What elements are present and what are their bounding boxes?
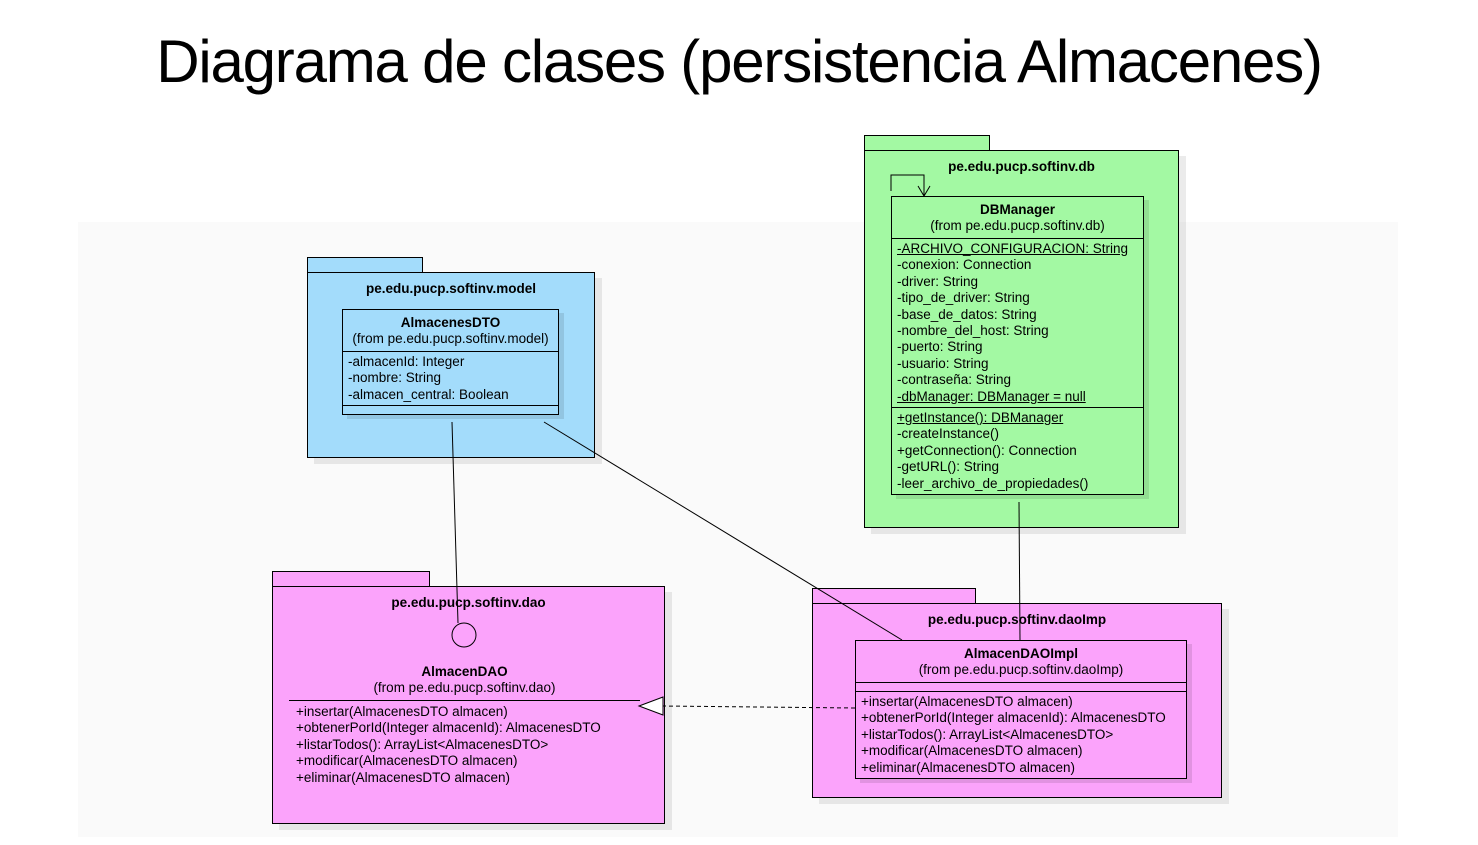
- self-association-dbmanager[interactable]: [890, 174, 925, 196]
- class-attribute: -tipo_de_driver: String: [897, 290, 1030, 306]
- class-attribute: -dbManager: DBManager = null: [897, 388, 1086, 404]
- class-operation: -createInstance(): [897, 426, 1000, 442]
- operation-list: +getInstance(): DBManager-createInstance…: [892, 408, 1143, 494]
- class-origin: (from pe.edu.pucp.softinv.db): [930, 218, 1105, 233]
- class-operation: +listarTodos(): ArrayList<AlmacenesDTO>: [861, 726, 1114, 742]
- package-name: pe.edu.pucp.softinv.dao: [391, 595, 546, 610]
- self-association-arrowhead: [917, 185, 931, 197]
- interface-lollipop-icon: [451, 622, 477, 648]
- interface-almacendao[interactable]: AlmacenDAO (from pe.edu.pucp.softinv.dao…: [289, 664, 640, 786]
- operation-list: +insertar(AlmacenesDTO almacen)+obtenerP…: [289, 701, 640, 786]
- class-operation: +modificar(AlmacenesDTO almacen): [861, 743, 1083, 759]
- package-name: pe.edu.pucp.softinv.model: [365, 281, 536, 296]
- class-name: DBManager: [979, 202, 1055, 217]
- attribute-list: [856, 683, 1186, 692]
- interface-operation: +obtenerPorId(Integer almacenId): Almace…: [296, 720, 601, 736]
- class-attribute: -contraseña: String: [897, 372, 1012, 388]
- class-almacenesdto[interactable]: AlmacenesDTO (from pe.edu.pucp.softinv.m…: [342, 309, 559, 416]
- attribute-list: -almacenId: Integer-nombre: String-almac…: [343, 352, 558, 407]
- class-name: AlmacenesDTO: [400, 315, 501, 330]
- interface-operation: +listarTodos(): ArrayList<AlmacenesDTO>: [296, 736, 549, 752]
- class-operation: +getConnection(): Connection: [897, 442, 1077, 458]
- package-tab: [864, 135, 990, 150]
- class-attribute: -usuario: String: [897, 355, 989, 371]
- class-attribute: -puerto: String: [897, 339, 983, 355]
- class-almacendaoimpl[interactable]: AlmacenDAOImpl (from pe.edu.pucp.softinv…: [855, 640, 1187, 780]
- package-name: pe.edu.pucp.softinv.daoImp: [927, 612, 1107, 627]
- class-operation: +getInstance(): DBManager: [897, 410, 1064, 426]
- package-tab: [812, 588, 976, 603]
- class-dbmanager[interactable]: DBManager (from pe.edu.pucp.softinv.db) …: [891, 196, 1144, 496]
- realization-arrowhead: [637, 696, 664, 716]
- class-operation: +insertar(AlmacenesDTO almacen): [861, 694, 1073, 709]
- class-attribute: -driver: String: [897, 273, 979, 289]
- association-dto-dao[interactable]: [451, 421, 459, 624]
- class-attribute: -conexion: Connection: [897, 257, 1032, 273]
- class-attribute: -nombre_del_host: String: [897, 323, 1049, 339]
- class-attribute: -base_de_datos: String: [897, 306, 1037, 322]
- class-operation: +obtenerPorId(Integer almacenId): Almace…: [861, 710, 1166, 726]
- class-name: AlmacenDAO: [421, 664, 508, 679]
- class-attribute: -nombre: String: [348, 370, 442, 386]
- interface-divider: [289, 700, 640, 701]
- class-attribute: -ARCHIVO_CONFIGURACION: String: [897, 241, 1129, 256]
- interface-operation: +modificar(AlmacenesDTO almacen): [296, 753, 518, 769]
- package-tab: [307, 257, 423, 272]
- class-attribute: -almacen_central: Boolean: [348, 386, 509, 402]
- class-name: AlmacenDAOImpl: [963, 646, 1079, 661]
- class-operation: -getURL(): String: [897, 459, 1000, 475]
- operation-list: +insertar(AlmacenesDTO almacen)+obtenerP…: [856, 692, 1186, 778]
- attribute-list: -ARCHIVO_CONFIGURACION: String-conexion:…: [892, 239, 1143, 409]
- package-name: pe.edu.pucp.softinv.db: [948, 159, 1095, 174]
- page-title: Diagrama de clases (persistencia Almacen…: [156, 28, 1323, 95]
- class-origin: (from pe.edu.pucp.softinv.dao): [373, 680, 556, 695]
- class-attribute: -almacenId: Integer: [348, 354, 465, 369]
- association-dto-daoimpl[interactable]: [543, 421, 903, 641]
- class-operation: -leer_archivo_de_propiedades(): [897, 475, 1089, 491]
- interface-operation: +eliminar(AlmacenesDTO almacen): [296, 769, 510, 785]
- class-origin: (from pe.edu.pucp.softinv.daoImp): [918, 662, 1124, 677]
- class-operation: +eliminar(AlmacenesDTO almacen): [861, 759, 1075, 775]
- realization-daoimpl-dao[interactable]: [662, 705, 856, 709]
- association-dbmanager-daoimpl[interactable]: [1018, 501, 1021, 641]
- package-tab: [272, 571, 430, 586]
- class-origin: (from pe.edu.pucp.softinv.model): [352, 331, 549, 346]
- interface-operation: +insertar(AlmacenesDTO almacen): [296, 704, 508, 719]
